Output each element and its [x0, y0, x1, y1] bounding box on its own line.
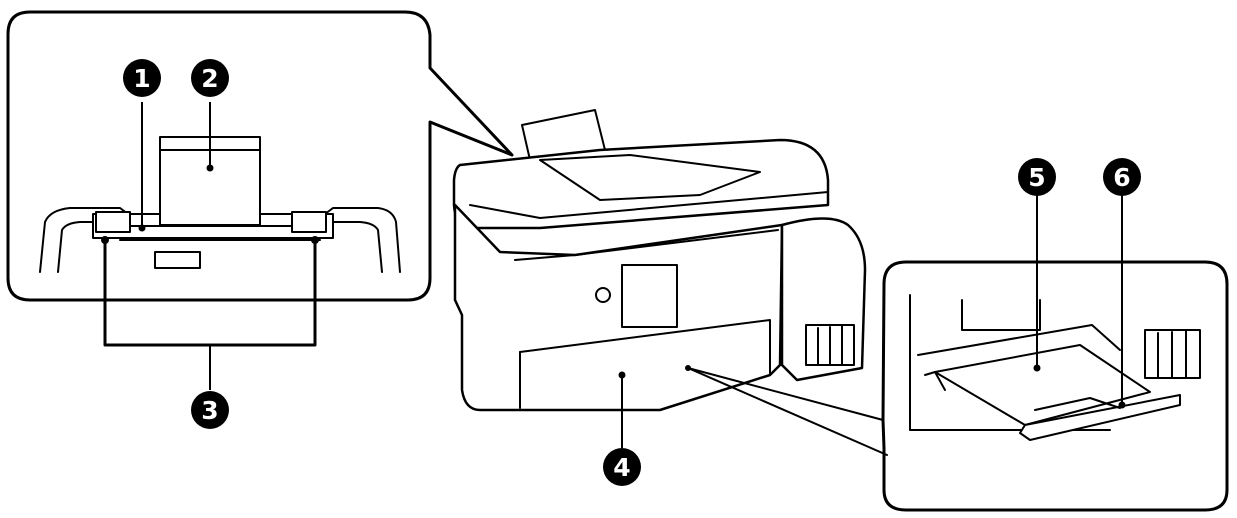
callout-1: 1	[123, 59, 161, 97]
callout-5-label: 5	[1028, 163, 1045, 192]
callout-1-label: 1	[133, 64, 150, 93]
printer-illustration	[452, 109, 888, 456]
callout-6-label: 6	[1113, 163, 1130, 192]
callout-6: 6	[1103, 158, 1141, 196]
callout-4-label: 4	[613, 453, 630, 482]
callout-5: 5	[1018, 158, 1056, 196]
callout-3-label: 3	[201, 396, 218, 425]
callout-2: 2	[191, 59, 229, 97]
callout-2-label: 2	[201, 64, 218, 93]
callout-3: 3	[191, 391, 229, 429]
paper-cassette-zoom	[881, 195, 1229, 512]
callout-4: 4	[603, 448, 641, 486]
rear-paper-feed-zoom	[6, 10, 514, 390]
